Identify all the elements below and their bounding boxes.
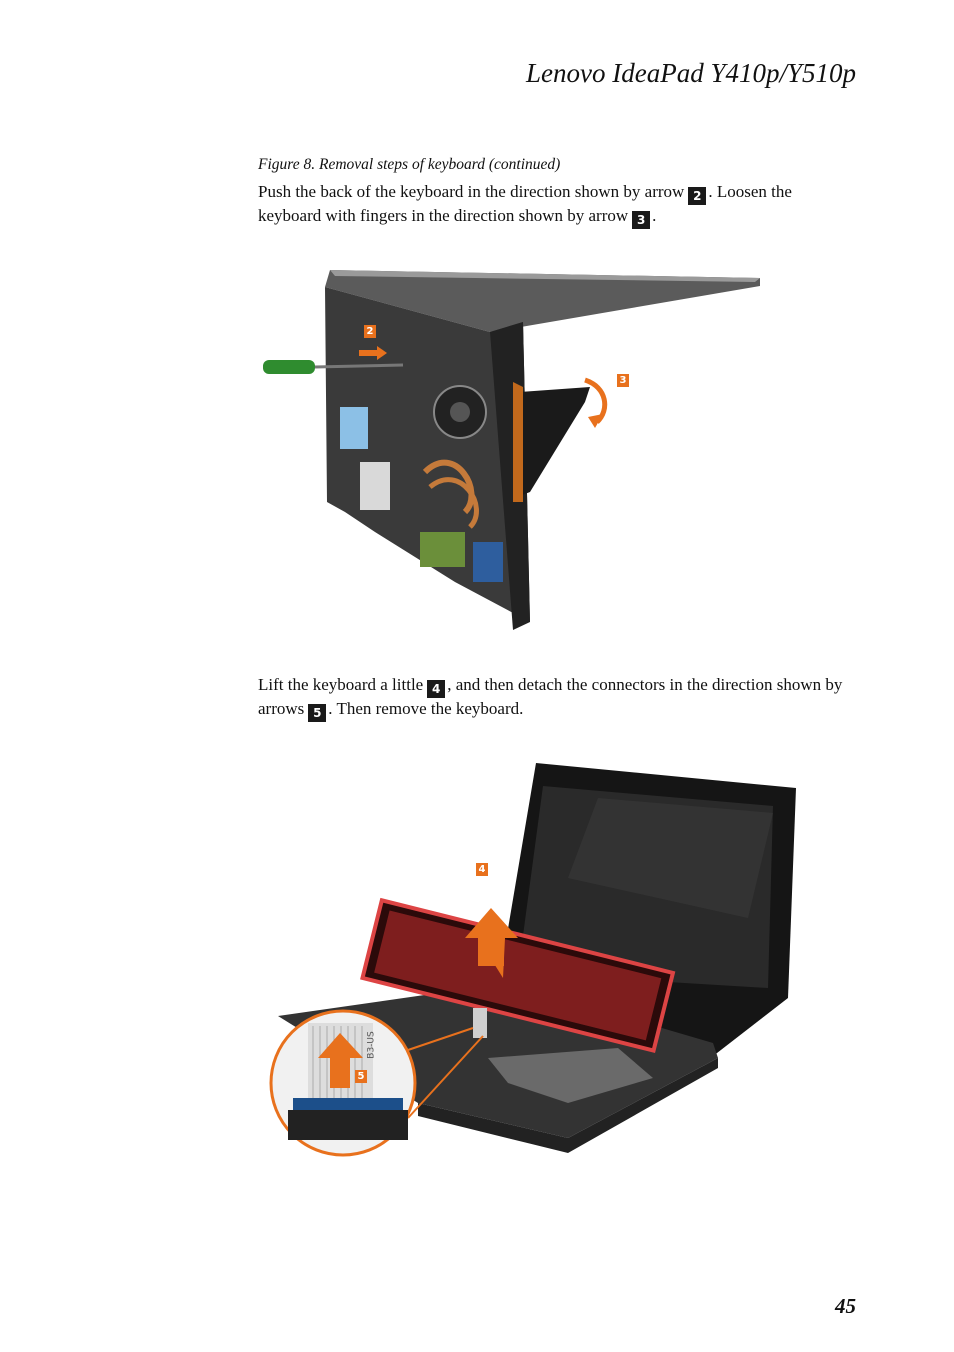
laptop-bottom-figure [255,262,775,637]
step-badge-5: 5 [308,704,327,722]
step2-text-b: , and then detach the connectors in the … [258,675,843,718]
connector-label: B3-US [366,1031,377,1059]
step-badge-2: 2 [688,187,707,205]
laptop-open-illustration [269,763,796,1157]
step1-text-c: . [652,206,657,225]
step2-text-a: Lift the keyboard a little [258,675,424,694]
laptop-open-figure [268,758,798,1163]
callout-3: 3 [617,374,629,387]
callout-4: 4 [476,863,488,876]
callout-5: 5 [355,1070,367,1083]
page-number: 45 [835,1294,856,1318]
page-header-title: Lenovo IdeaPad Y410p/Y510p [526,58,856,88]
step-badge-4: 4 [427,680,446,698]
step1-text-a: Push the back of the keyboard in the dir… [258,182,685,201]
laptop-bottom-illustration [263,270,760,630]
step2-text-c: . Then remove the keyboard. [328,699,524,718]
callout-2: 2 [364,325,376,338]
step-badge-3: 3 [632,211,651,229]
figure-caption: Figure 8. Removal steps of keyboard (con… [258,156,561,173]
step1-text-b: . Loosen the keyboard with fingers in th… [258,182,792,225]
step-instruction-1: Push the back of the keyboard in the dir… [258,181,858,229]
